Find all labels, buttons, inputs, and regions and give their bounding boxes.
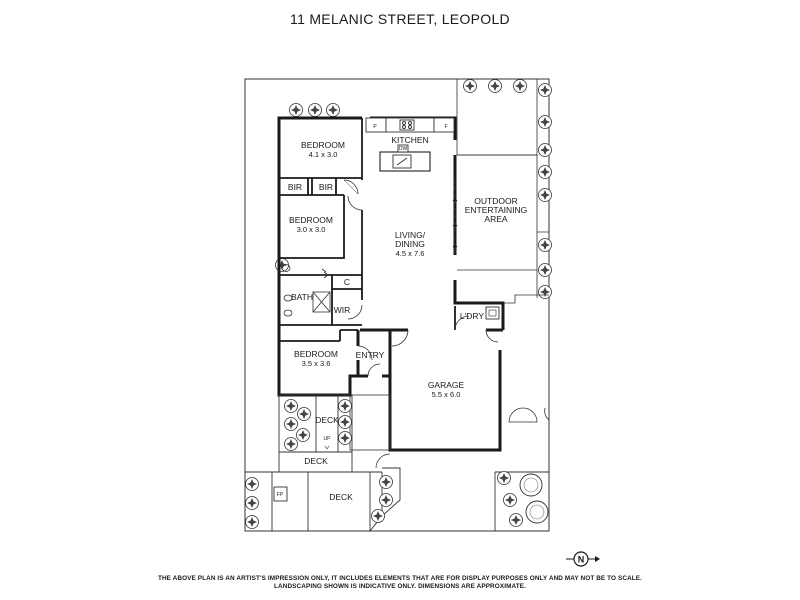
outdoor-label-3: AREA: [484, 214, 507, 224]
wir-label: WIR: [334, 305, 351, 315]
bedroom-3-size: 3.5 x 3.6: [302, 359, 331, 368]
disclaimer-line-2: LANDSCAPING SHOWN IS INDICATIVE ONLY. DI…: [274, 583, 526, 590]
kitchen-fixtures: [365, 117, 455, 172]
deck-front-label: DECK: [304, 456, 328, 466]
living-label-2: DINING: [395, 239, 425, 249]
bathroom-fixtures: [281, 264, 331, 317]
garage-size: 5.5 x 6.0: [432, 390, 461, 399]
deck-up-label: UP: [324, 436, 332, 442]
cupboard-label: C: [344, 277, 350, 287]
interior-walls: [280, 118, 456, 342]
bir-2-label: BIR: [319, 182, 333, 192]
sliding-door-markers: [320, 180, 458, 279]
lot-boundary: [244, 78, 550, 532]
bir-1-label: BIR: [288, 182, 302, 192]
bedroom-3-label: BEDROOM: [294, 349, 338, 359]
fireplace-label: FP: [277, 492, 284, 498]
page-title: 11 MELANIC STREET, LEOPOLD: [290, 11, 510, 27]
north-compass-icon: N: [566, 551, 600, 567]
disclaimer-line-1: THE ABOVE PLAN IS AN ARTIST'S IMPRESSION…: [157, 575, 643, 582]
bedroom-2-size: 3.0 x 3.0: [297, 225, 326, 234]
garage-label: GARAGE: [428, 380, 465, 390]
deck-area: [245, 394, 549, 533]
bath-label: BATH: [291, 292, 313, 302]
outdoor-label-2: ENTERTAINING: [465, 205, 528, 215]
bedroom-1-label: BEDROOM: [301, 140, 345, 150]
garden-plants-top: [275, 79, 552, 299]
compass-label: N: [578, 555, 585, 565]
dishwasher-label: DW: [399, 146, 408, 152]
entry-path: [349, 394, 391, 451]
garden-trees: [519, 473, 549, 524]
kitchen-label: KITCHEN: [391, 135, 428, 145]
pantry-label: P: [373, 124, 377, 130]
bedroom-1-size: 4.1 x 3.0: [309, 150, 338, 159]
outdoor-label-1: OUTDOOR: [474, 196, 517, 206]
living-size: 4.5 x 7.6: [396, 249, 425, 258]
bedroom-2-label: BEDROOM: [289, 215, 333, 225]
living-label-1: LIVING/: [395, 230, 426, 240]
outdoor-area-outline: [456, 79, 549, 304]
door-swings: [343, 179, 550, 469]
deck-bottom-label: DECK: [329, 492, 353, 502]
entry-label: ENTRY: [356, 350, 385, 360]
laundry-label: L'DRY: [460, 311, 484, 321]
deck-plants: [245, 399, 523, 529]
laundry-tub: [485, 306, 500, 320]
deck-side-label: DECK: [315, 415, 339, 425]
fridge-label: F: [444, 124, 447, 130]
disclaimer: THE ABOVE PLAN IS AN ARTIST'S IMPRESSION…: [0, 575, 800, 591]
